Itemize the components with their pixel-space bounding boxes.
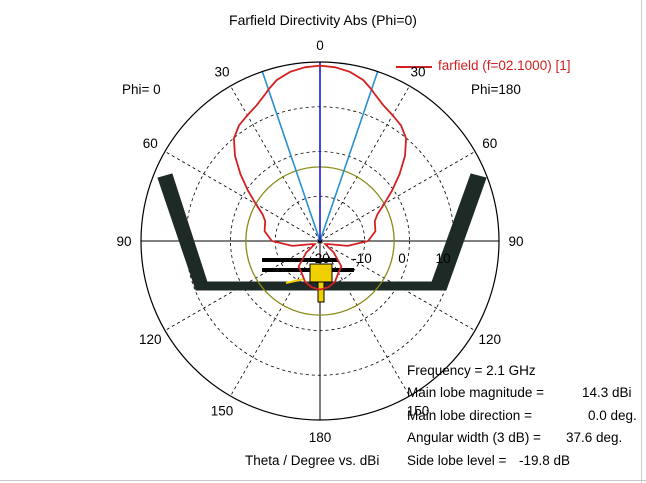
- antenna-element-upper: [262, 258, 338, 262]
- angle-tick-label-10: 60: [143, 136, 158, 151]
- stat-angular-width: Angular width (3 dB) = 37.6 deg.: [407, 430, 622, 445]
- phi-left-label: Phi= 0: [122, 82, 161, 97]
- angle-tick-label-9: 90: [116, 234, 131, 249]
- beamwidth-line-0: [319, 71, 379, 242]
- angle-tick-label-4: 120: [478, 332, 501, 347]
- stat-frequency: Frequency = 2.1 GHz: [407, 363, 536, 378]
- angle-tick-label-0: 0: [316, 38, 324, 53]
- stat-main-lobe-direction: Main lobe direction = 0.0 deg.: [407, 408, 637, 423]
- stat-main-lobe-magnitude: Main lobe magnitude = 14.3 dBi: [407, 385, 632, 400]
- stat-main-lobe-magnitude-label: Main lobe magnitude =: [407, 385, 544, 400]
- window-border-right: [641, 0, 642, 483]
- angle-tick-label-2: 60: [482, 136, 497, 151]
- radial-tick-label-3: 10: [435, 251, 450, 266]
- radial-tick-label-2: 0: [398, 251, 406, 266]
- stat-main-lobe-direction-value: 0.0 deg.: [588, 408, 637, 423]
- angle-tick-label-7: 150: [211, 404, 234, 419]
- plot-title: Farfield Directivity Abs (Phi=0): [229, 12, 417, 28]
- stat-side-lobe-level-value: -19.8 dB: [519, 453, 571, 468]
- radial-tick-label-1: -10: [352, 251, 372, 266]
- stat-frequency-text: Frequency = 2.1 GHz: [407, 363, 536, 378]
- angle-tick-label-5: 150: [407, 404, 430, 419]
- angle-tick-label-1: 30: [410, 64, 425, 79]
- axis-caption: Theta / Degree vs. dBi: [245, 453, 380, 468]
- antenna-feed-block: [309, 263, 333, 283]
- phi-right-label: Phi=180: [471, 82, 521, 97]
- legend-swatch: [396, 66, 432, 68]
- antenna-reflector-structure: [157, 173, 487, 291]
- beamwidth-line-1: [261, 71, 321, 242]
- outer-circle: [140, 61, 500, 421]
- antenna-feed-arm: [285, 278, 305, 284]
- angle-tick-label-3: 90: [508, 234, 523, 249]
- stat-angular-width-value: 37.6 deg.: [566, 430, 623, 445]
- angle-tick-label-6: 180: [309, 430, 332, 445]
- stat-angular-width-label: Angular width (3 dB) =: [407, 430, 541, 445]
- stat-side-lobe-level-label: Side lobe level =: [407, 453, 507, 468]
- stat-main-lobe-direction-label: Main lobe direction =: [407, 408, 532, 423]
- radiation-pattern-curve: [232, 64, 408, 291]
- antenna-element-lower: [262, 268, 354, 272]
- window-border-bottom: [0, 480, 646, 481]
- legend-entry: farfield (f=02.1000) [1]: [438, 58, 571, 73]
- angle-tick-label-11: 30: [214, 64, 229, 79]
- radial-tick-label-0: -20: [310, 251, 330, 266]
- antenna-feed-stub: [317, 281, 325, 303]
- stat-main-lobe-magnitude-value: 14.3 dBi: [582, 385, 632, 400]
- angle-tick-label-8: 120: [139, 332, 162, 347]
- stat-side-lobe-level: Side lobe level = -19.8 dB: [407, 453, 570, 468]
